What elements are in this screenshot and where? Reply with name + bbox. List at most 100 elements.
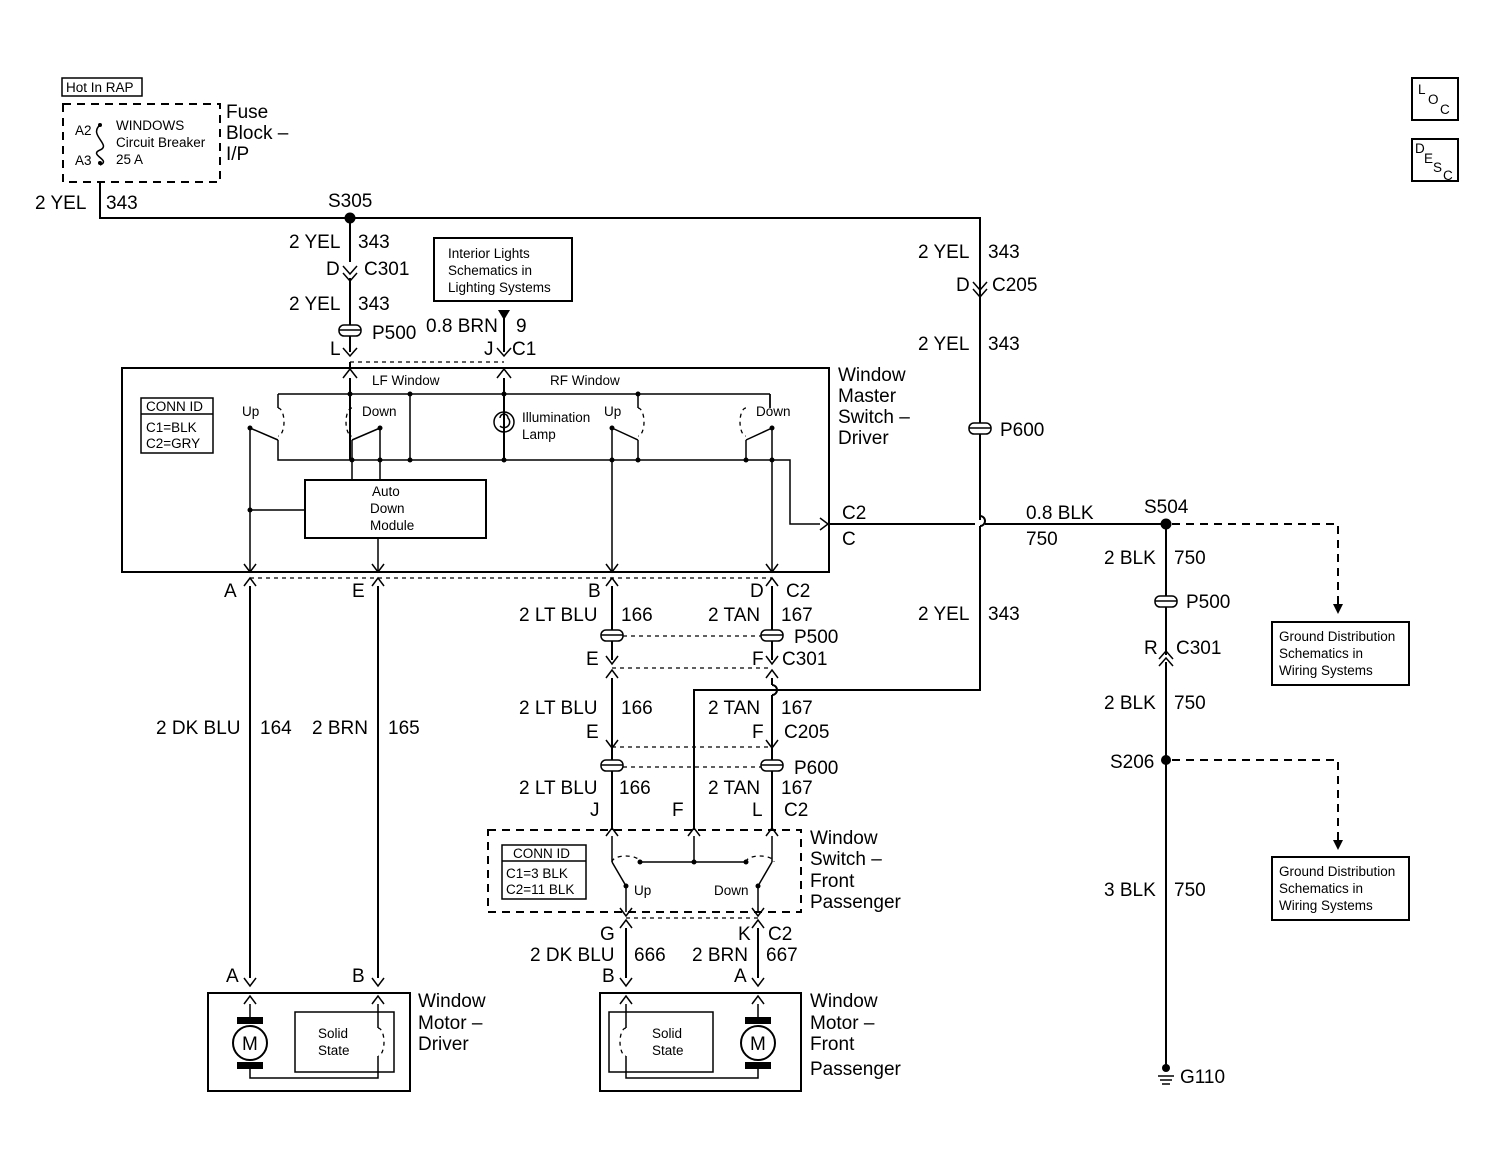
- svg-text:167: 167: [781, 778, 813, 799]
- svg-text:C2=11 BLK: C2=11 BLK: [506, 882, 574, 897]
- svg-text:A: A: [226, 966, 239, 987]
- svg-text:2 YEL: 2 YEL: [289, 294, 340, 315]
- circuit-breaker-symbol: [95, 124, 105, 166]
- svg-text:Down: Down: [362, 404, 397, 419]
- svg-text:Auto: Auto: [372, 484, 400, 499]
- fuse-block-title-3: I/P: [226, 144, 249, 165]
- ground-circuit-750: C2 C 0.8 BLK 750 S504 2 BLK 750 P500 R C…: [830, 497, 1343, 1088]
- svg-text:Window: Window: [810, 991, 878, 1012]
- svg-text:2 TAN: 2 TAN: [708, 698, 760, 719]
- conn-id-box: [140, 397, 214, 454]
- svg-text:Ground Distribution: Ground Distribution: [1279, 629, 1395, 644]
- svg-text:2 LT BLU: 2 LT BLU: [519, 605, 598, 626]
- svg-text:Up: Up: [634, 883, 651, 898]
- svg-text:2 DK BLU: 2 DK BLU: [156, 718, 240, 739]
- svg-text:L: L: [330, 339, 341, 360]
- svg-text:2 YEL: 2 YEL: [918, 604, 969, 625]
- svg-text:343: 343: [988, 604, 1020, 625]
- motor-icon: [740, 1025, 776, 1061]
- svg-text:Window: Window: [418, 991, 486, 1012]
- svg-text:Motor –: Motor –: [418, 1013, 483, 1034]
- svg-text:Schematics in: Schematics in: [1279, 881, 1363, 896]
- svg-text:CONN ID: CONN ID: [513, 846, 570, 861]
- svg-text:750: 750: [1174, 693, 1206, 714]
- auto-down-module: [304, 479, 487, 539]
- svg-text:166: 166: [621, 698, 653, 719]
- svg-text:Switch –: Switch –: [810, 849, 882, 870]
- windows-label: WINDOWS: [116, 118, 184, 133]
- svg-text:Up: Up: [604, 404, 621, 419]
- svg-text:C301: C301: [782, 649, 827, 670]
- svg-text:D: D: [1415, 141, 1425, 156]
- svg-text:Master: Master: [838, 386, 897, 407]
- loc-icon[interactable]: L O C: [1411, 77, 1459, 121]
- svg-text:Wiring Systems: Wiring Systems: [1279, 898, 1373, 913]
- svg-text:C2: C2: [784, 800, 808, 821]
- svg-text:2 YEL: 2 YEL: [918, 334, 969, 355]
- svg-text:C: C: [842, 529, 856, 550]
- svg-text:2 TAN: 2 TAN: [708, 778, 760, 799]
- svg-text:D: D: [956, 275, 970, 296]
- svg-text:Up: Up: [242, 404, 259, 419]
- svg-text:C: C: [1440, 102, 1450, 117]
- hot-in-rap-box: [61, 77, 143, 97]
- svg-text:C301: C301: [1176, 638, 1221, 659]
- fuse-block-title-1: Fuse: [226, 102, 268, 123]
- svg-text:Module: Module: [370, 518, 414, 533]
- ground-ref-2[interactable]: Ground Distribution Schematics in Wiring…: [1271, 856, 1410, 921]
- svg-text:E: E: [586, 649, 599, 670]
- circuit-label: 343: [106, 193, 138, 214]
- svg-text:750: 750: [1174, 548, 1206, 569]
- svg-text:Down: Down: [714, 883, 749, 898]
- svg-text:2 TAN: 2 TAN: [708, 605, 760, 626]
- svg-text:RF Window: RF Window: [550, 373, 620, 388]
- svg-text:2 BRN: 2 BRN: [692, 945, 748, 966]
- svg-text:LF Window: LF Window: [372, 373, 440, 388]
- svg-text:G110: G110: [1180, 1067, 1225, 1088]
- svg-text:F: F: [752, 649, 764, 670]
- svg-text:C205: C205: [992, 275, 1037, 296]
- svg-text:C2=GRY: C2=GRY: [146, 436, 200, 451]
- ground-icon: [1158, 1075, 1174, 1085]
- motor-icon: [232, 1025, 268, 1061]
- splice-s206: [1161, 755, 1171, 765]
- hot-in-rap-label: Hot In RAP: [66, 80, 134, 95]
- svg-text:K: K: [738, 924, 751, 945]
- svg-text:E: E: [586, 722, 599, 743]
- svg-text:C2: C2: [768, 924, 792, 945]
- window-motor-driver: Window Motor – Driver M Solid State: [207, 991, 486, 1092]
- svg-text:Wiring Systems: Wiring Systems: [1279, 663, 1373, 678]
- interior-lights-ref[interactable]: Interior Lights Schematics in Lighting S…: [350, 237, 573, 460]
- svg-text:C1: C1: [512, 339, 536, 360]
- ground-ref-1[interactable]: Ground Distribution Schematics in Wiring…: [1271, 621, 1410, 686]
- svg-text:3 BLK: 3 BLK: [1104, 880, 1156, 901]
- svg-text:D: D: [750, 581, 764, 602]
- desc-icon[interactable]: D E S C: [1411, 138, 1459, 183]
- svg-text:2 BLK: 2 BLK: [1104, 693, 1156, 714]
- passenger-circuits: B D C2 2 LT BLU 166 2 TAN 167 P500 E F C…: [519, 576, 838, 837]
- svg-text:P500: P500: [794, 627, 838, 648]
- svg-text:Window: Window: [810, 828, 878, 849]
- svg-text:S504: S504: [1144, 497, 1189, 518]
- svg-text:166: 166: [621, 605, 653, 626]
- svg-text:B: B: [588, 581, 601, 602]
- svg-text:750: 750: [1026, 529, 1058, 550]
- svg-text:Passenger: Passenger: [810, 892, 902, 913]
- svg-text:Front: Front: [810, 871, 855, 892]
- svg-text:343: 343: [358, 232, 390, 253]
- svg-text:C205: C205: [784, 722, 829, 743]
- svg-text:D: D: [326, 259, 340, 280]
- svg-text:Passenger: Passenger: [810, 1059, 902, 1080]
- svg-text:P600: P600: [794, 758, 838, 779]
- svg-text:9: 9: [516, 316, 527, 337]
- svg-text:Lamp: Lamp: [522, 427, 556, 442]
- svg-text:R: R: [1144, 638, 1158, 659]
- svg-text:Illumination: Illumination: [522, 410, 590, 425]
- driver-feed-branch: 2 YEL 343 D C301 2 YEL 343 P500 L: [289, 218, 416, 460]
- svg-text:2 BRN: 2 BRN: [312, 718, 368, 739]
- svg-text:Interior Lights: Interior Lights: [448, 246, 530, 261]
- svg-text:0.8 BLK: 0.8 BLK: [1026, 503, 1094, 524]
- passenger-feed-branch: 2 YEL 343 D C205 2 YEL 343 P600 2 YEL 34…: [693, 242, 1044, 830]
- svg-text:0.8 BRN: 0.8 BRN: [426, 316, 498, 337]
- svg-text:L: L: [752, 800, 763, 821]
